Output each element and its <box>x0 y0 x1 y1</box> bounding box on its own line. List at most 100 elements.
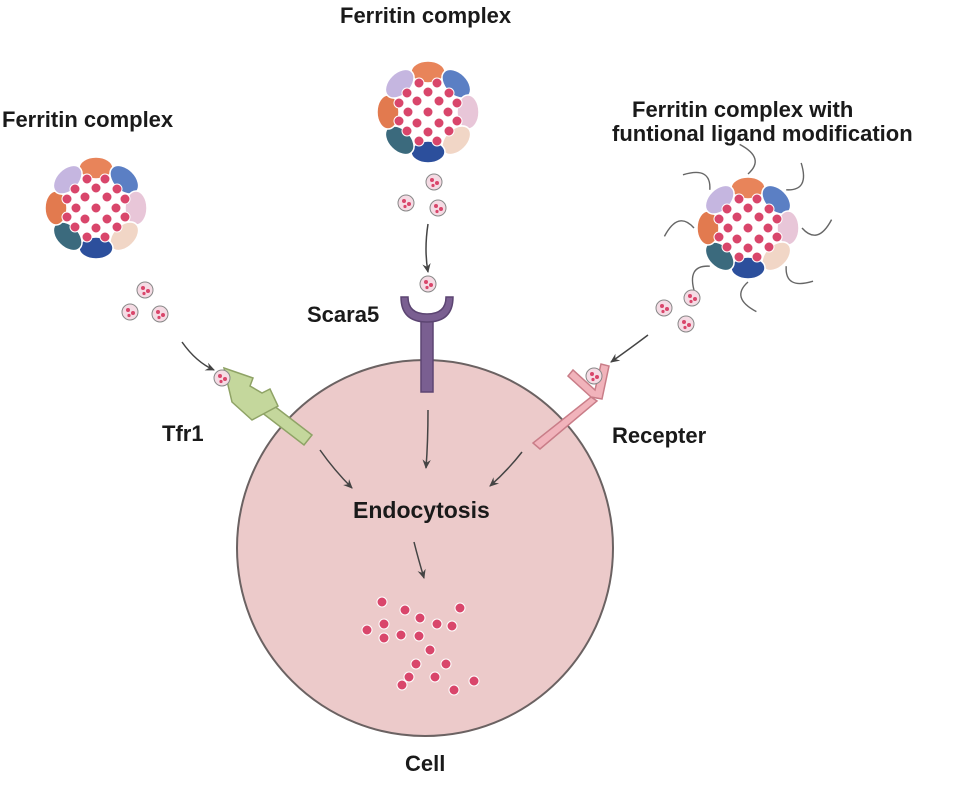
iron-core-dot <box>90 202 102 214</box>
iron-core-dot <box>413 77 425 89</box>
ligand-chain <box>801 219 833 236</box>
arrow-recepter-to-endocytosis <box>489 451 523 487</box>
iron-core-dot <box>722 222 734 234</box>
released-iron-dot <box>454 602 466 614</box>
scara5-receptor <box>400 296 454 393</box>
released-iron-dot <box>410 658 422 670</box>
iron-core-dot <box>111 221 123 233</box>
iron-core-dot <box>433 95 445 107</box>
released-iron-dot <box>399 604 411 616</box>
iron-core-dot <box>742 222 754 234</box>
tfr1-receptor <box>222 366 314 447</box>
label-complex-right-line2: funtional ligand modification <box>612 121 913 146</box>
ferritin-complex-left <box>44 156 148 260</box>
iron-core-dot <box>751 251 763 263</box>
iron-core-dot <box>443 125 455 137</box>
iron-core-dot <box>393 115 405 127</box>
iron-core-dot <box>79 213 91 225</box>
iron-core-dot <box>763 241 775 253</box>
iron-core-dot <box>731 233 743 245</box>
arrow-top-to-scara5 <box>422 223 431 274</box>
label-tfr1: Tfr1 <box>162 421 204 446</box>
iron-core-dot <box>401 125 413 137</box>
small-ferritin-particle <box>425 173 443 191</box>
iron-core-dot <box>742 242 754 254</box>
iron-core-dot <box>762 222 774 234</box>
small-ferritin-particle <box>151 305 169 323</box>
ferritin-complex-right <box>663 143 833 313</box>
released-iron-dot <box>448 684 460 696</box>
iron-core-dot <box>61 211 73 223</box>
iron-core-dot <box>713 231 725 243</box>
ligand-chain <box>691 265 710 294</box>
iron-core-dot <box>70 202 82 214</box>
released-iron-dot <box>424 644 436 656</box>
iron-core-dot <box>411 117 423 129</box>
arrow-scara5-to-endocytosis <box>422 409 431 470</box>
ferritin-complex-top <box>376 60 480 164</box>
iron-core-dot <box>422 86 434 98</box>
released-iron-dot <box>440 658 452 670</box>
iron-core-dot <box>721 241 733 253</box>
iron-core-dot <box>721 203 733 215</box>
small-ferritin-particle <box>213 369 231 387</box>
iron-core-dot <box>753 233 765 245</box>
iron-core-dot <box>771 213 783 225</box>
released-iron-dot <box>431 618 443 630</box>
small-ferritin-particle <box>655 299 673 317</box>
released-iron-dot <box>468 675 480 687</box>
label-recepter: Recepter <box>612 423 707 448</box>
ligand-chain <box>663 220 695 237</box>
iron-core-dot <box>451 115 463 127</box>
small-ferritin-particle <box>397 194 415 212</box>
iron-core-dot <box>442 106 454 118</box>
released-iron-dot <box>378 632 390 644</box>
iron-core-dot <box>771 231 783 243</box>
label-complex-right-line1: Ferritin complex with <box>632 97 854 122</box>
iron-core-dot <box>393 97 405 109</box>
small-ferritin-particle <box>683 289 701 307</box>
released-iron-dot <box>376 596 388 608</box>
iron-core-dot <box>713 213 725 225</box>
released-iron-dot <box>378 618 390 630</box>
released-iron-dot <box>413 630 425 642</box>
label-complex-left: Ferritin complex <box>2 107 174 132</box>
iron-core-dot <box>431 77 443 89</box>
iron-core-dot <box>751 193 763 205</box>
ligand-chain <box>786 162 805 191</box>
iron-core-dot <box>81 173 93 185</box>
arrows <box>181 223 649 580</box>
ligand-chain <box>740 281 757 313</box>
iron-core-dot <box>90 182 102 194</box>
iron-core-dot <box>81 231 93 243</box>
arrow-right-to-recepter <box>610 334 649 363</box>
released-iron-dot <box>396 679 408 691</box>
iron-core-dot <box>119 193 131 205</box>
ligand-chain <box>739 143 756 175</box>
small-ferritin-particle <box>677 315 695 333</box>
iron-core-dot <box>413 135 425 147</box>
iron-core-dot <box>110 202 122 214</box>
released-iron-dot <box>361 624 373 636</box>
iron-core-dot <box>401 87 413 99</box>
iron-core-dot <box>101 213 113 225</box>
iron-core-dot <box>753 211 765 223</box>
released-iron-dot <box>429 671 441 683</box>
iron-core-dot <box>99 231 111 243</box>
iron-core-dot <box>69 221 81 233</box>
small-ferritin-particle <box>419 275 437 293</box>
iron-core-dot <box>422 126 434 138</box>
label-cell: Cell <box>405 751 446 776</box>
released-iron-dot <box>414 612 426 624</box>
small-ferritin-particle <box>429 199 447 217</box>
iron-core-dot <box>731 211 743 223</box>
iron-core-dot <box>79 191 91 203</box>
iron-core-dot <box>61 193 73 205</box>
released-iron <box>361 596 480 696</box>
iron-core-dot <box>733 251 745 263</box>
label-complex-top: Ferritin complex <box>340 3 512 28</box>
ligand-chain <box>785 266 814 285</box>
released-iron-dot <box>395 629 407 641</box>
label-endocytosis: Endocytosis <box>353 497 490 523</box>
